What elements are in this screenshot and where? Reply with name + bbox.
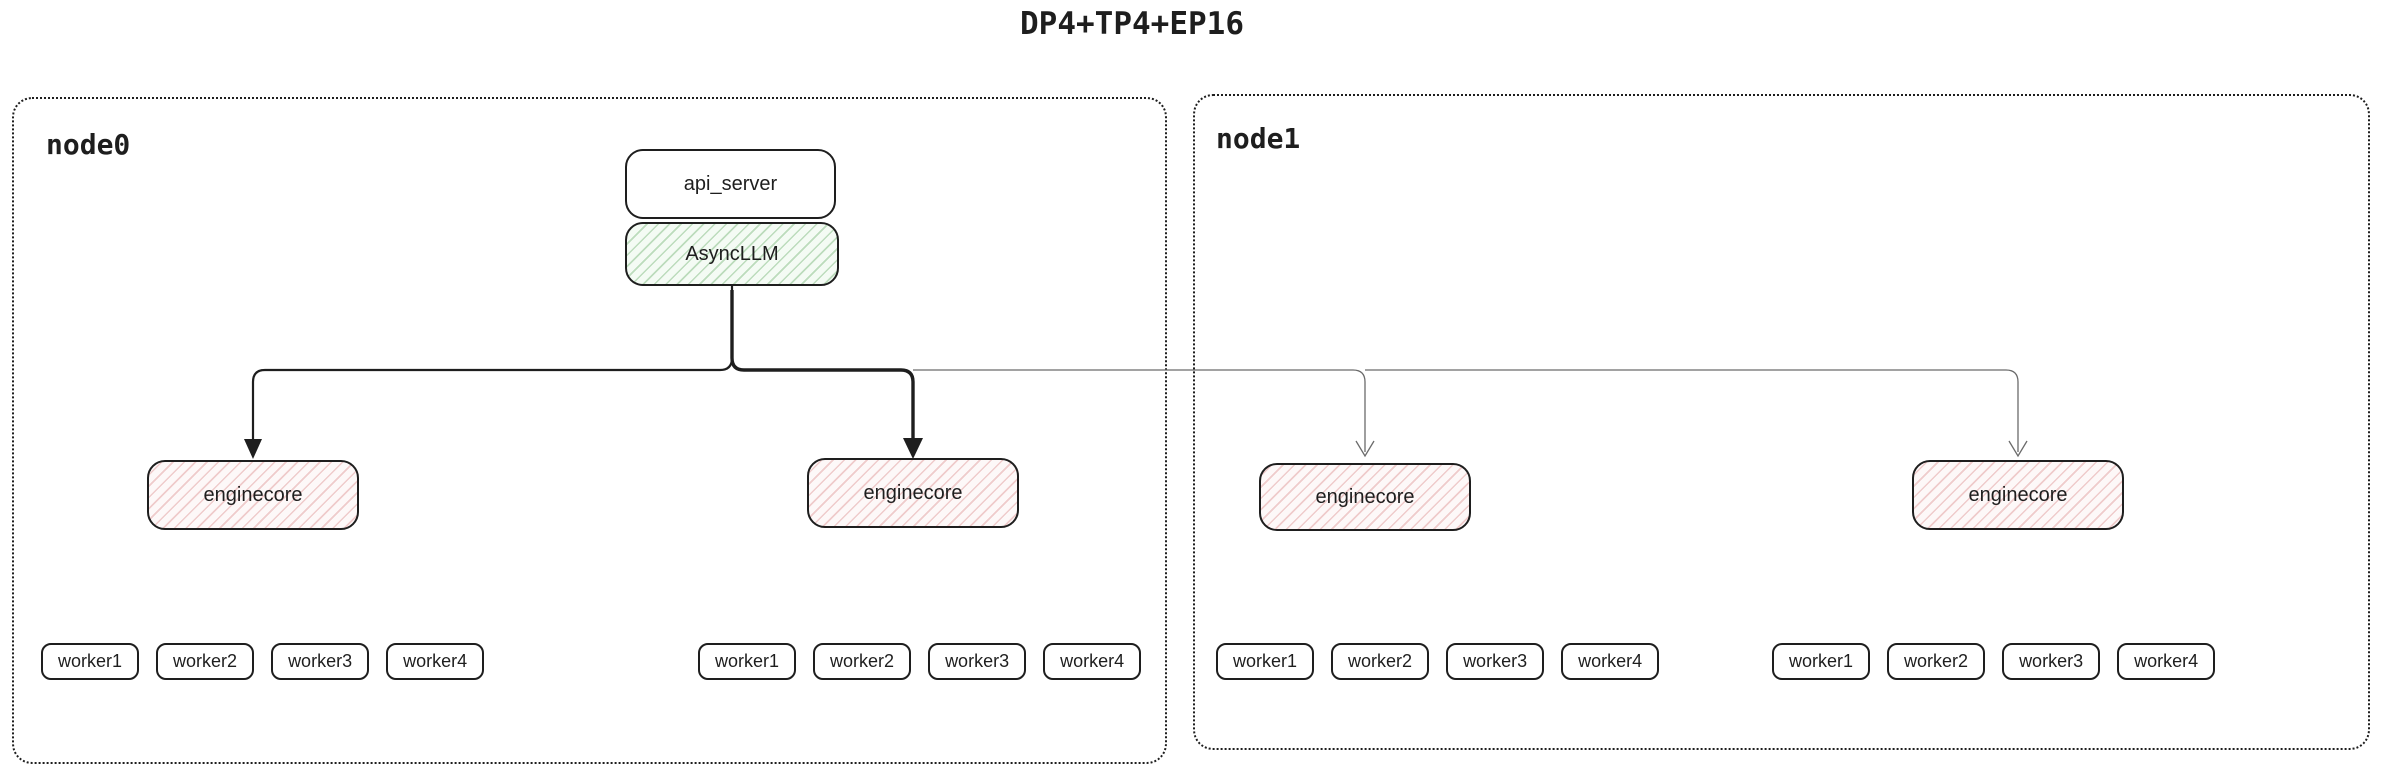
worker-group-4: worker1 worker2 worker3 worker4 [1772, 643, 2216, 680]
worker-box: worker2 [156, 643, 255, 680]
worker-box: worker3 [2002, 643, 2101, 680]
worker-box: worker1 [41, 643, 140, 680]
worker-box: worker1 [1216, 643, 1315, 680]
worker-box: worker4 [386, 643, 485, 680]
enginecore-box-1: enginecore [147, 460, 359, 530]
worker-box: worker1 [1772, 643, 1871, 680]
worker-box: worker4 [1561, 643, 1660, 680]
worker-box: worker3 [928, 643, 1027, 680]
worker-group-2: worker1 worker2 worker3 worker4 [698, 643, 1142, 680]
asyncllm-box: AsyncLLM [625, 222, 839, 286]
enginecore-box-4: enginecore [1912, 460, 2124, 530]
worker-box: worker2 [1887, 643, 1986, 680]
api-server-box: api_server [625, 149, 836, 219]
node1-label: node1 [1216, 122, 1301, 155]
worker-group-3: worker1 worker2 worker3 worker4 [1216, 643, 1660, 680]
enginecore-box-3: enginecore [1259, 463, 1471, 531]
worker-box: worker2 [1331, 643, 1430, 680]
worker-group-1: worker1 worker2 worker3 worker4 [41, 643, 485, 680]
node0-label: node0 [46, 128, 131, 161]
diagram-title: DP4+TP4+EP16 [1020, 6, 1244, 42]
worker-box: worker2 [813, 643, 912, 680]
worker-box: worker4 [1043, 643, 1142, 680]
worker-box: worker3 [1446, 643, 1545, 680]
worker-box: worker3 [271, 643, 370, 680]
worker-box: worker4 [2117, 643, 2216, 680]
enginecore-box-2: enginecore [807, 458, 1019, 528]
worker-box: worker1 [698, 643, 797, 680]
